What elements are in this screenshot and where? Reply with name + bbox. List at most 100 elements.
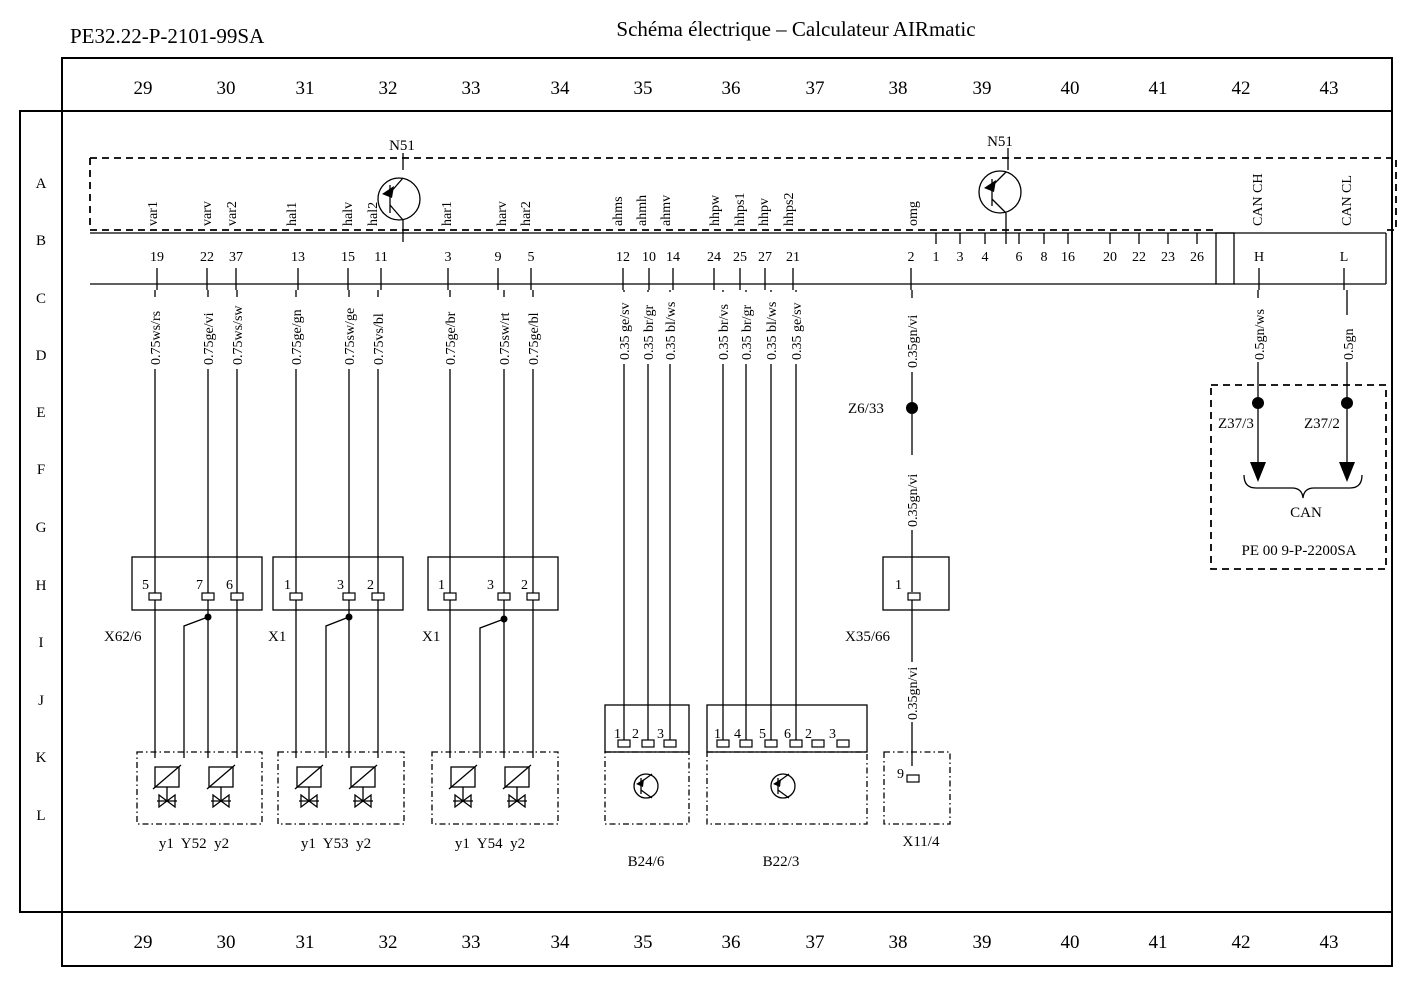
connector-pin: [764, 739, 778, 748]
connector-pin: [617, 739, 631, 748]
connector-pin-number: 1: [614, 727, 621, 742]
pin-number: 14: [666, 250, 680, 265]
pin-number: 1: [933, 250, 940, 265]
can-block: Z37/3 Z37/2 CAN PE 00 9-P-2200SA: [1210, 384, 1387, 570]
signal-label: var1: [146, 201, 161, 226]
row-letter: G: [36, 520, 47, 536]
signal-label: ahmv: [659, 195, 674, 226]
pin-number: 26: [1190, 250, 1204, 265]
connector-pin-number: 1: [895, 578, 902, 593]
connector-pin: [907, 592, 921, 601]
connector-x11-4: X11/4: [883, 751, 951, 850]
signal-label: hhps1: [733, 193, 748, 226]
signal-label: varv: [200, 201, 215, 226]
row-letter: J: [38, 693, 44, 709]
connector-x35-66: X35/66: [845, 556, 950, 645]
connector-pin: [789, 739, 803, 748]
n51-label: N51: [987, 134, 1013, 150]
column-number: 33: [462, 78, 481, 99]
junction-label: Z37/2: [1304, 416, 1340, 432]
pin-number: 5: [528, 250, 535, 265]
column-number: 31: [296, 78, 315, 99]
document-number: PE32.22-P-2101-99SA: [70, 24, 265, 48]
column-number: 39: [973, 78, 992, 99]
wire-label: 0.5gn: [1342, 329, 1357, 361]
connector-label: X1: [268, 629, 286, 645]
row-letter: D: [36, 348, 47, 364]
column-number: 30: [217, 932, 236, 953]
connector-x1: X1: [268, 556, 404, 645]
connector-pin: [371, 592, 385, 601]
pin-number: 9: [495, 250, 502, 265]
column-number: 38: [889, 932, 908, 953]
row-letter: H: [36, 578, 47, 594]
pin-number: 22: [1132, 250, 1146, 265]
junction-label: Z37/3: [1218, 416, 1254, 432]
wire-label: 0.35 ge/sv: [790, 302, 805, 360]
wire-label: 0.75ge/vi: [202, 312, 217, 365]
signal-label: hal2: [366, 202, 381, 226]
column-number: 38: [889, 78, 908, 99]
connector-pin: [811, 739, 825, 748]
column-number: 33: [462, 932, 481, 953]
row-letter: E: [36, 405, 45, 421]
row-letter: A: [36, 176, 47, 192]
connector-pin: [906, 774, 920, 783]
column-number: 34: [551, 932, 571, 953]
junction-label: Z6/33: [848, 401, 884, 417]
diagram-title: Schéma électrique – Calculateur AIRmatic: [616, 17, 975, 41]
solenoid-valve-icon: [206, 764, 236, 809]
column-number: 29: [134, 78, 153, 99]
can-reference: PE 00 9-P-2200SA: [1241, 543, 1356, 559]
row-letter: I: [39, 635, 44, 651]
pin-number: 13: [291, 250, 305, 265]
connector-pin: [201, 592, 215, 601]
wire-label: 0.5gn/ws: [1253, 309, 1268, 360]
column-number: 42: [1232, 932, 1251, 953]
column-number: 32: [379, 932, 398, 953]
solenoid-valve-icon: [502, 764, 532, 809]
pin-number: L: [1340, 250, 1349, 265]
column-number: 36: [722, 932, 741, 953]
wire-label: 0.75ge/bl: [527, 312, 542, 365]
connector-pin-number: 2: [805, 727, 812, 742]
pin-number: 16: [1061, 250, 1075, 265]
connector-pin-number: 2: [632, 727, 639, 742]
wire-label: 0.75ge/gn: [290, 309, 305, 365]
valve-unit: [277, 751, 405, 825]
connector-pin: [739, 739, 753, 748]
connector-pin: [716, 739, 730, 748]
pin-number: H: [1254, 250, 1264, 265]
control-unit-n51: [89, 157, 1397, 285]
connector-pin-number: 2: [521, 578, 528, 593]
connector-b22-3: [706, 704, 868, 753]
can-label: CAN: [1290, 505, 1322, 521]
row-letter: B: [36, 233, 46, 249]
signal-label: var2: [225, 201, 240, 226]
valve-blocks: [136, 751, 559, 825]
pin-number: 20: [1103, 250, 1117, 265]
transistor-icon: N51: [377, 138, 421, 242]
solenoid-valve-icon: [348, 764, 378, 809]
component-label: B24/6: [628, 854, 665, 870]
signal-label: hal1: [285, 202, 300, 226]
connector-pin: [443, 592, 457, 601]
pin-number: 21: [786, 250, 800, 265]
signal-label: har2: [519, 201, 534, 226]
signal-label: hhps2: [782, 193, 797, 226]
pin-number: 4: [982, 250, 989, 265]
solenoid-valve-icon: [294, 764, 324, 809]
row-letter: F: [37, 462, 45, 478]
wire-label: 0.75vs/bl: [372, 313, 387, 365]
wire-label: 0.75ws/sw: [231, 305, 246, 365]
column-number: 36: [722, 78, 741, 99]
connector-pin: [497, 592, 511, 601]
connector-pin-number: 3: [487, 578, 494, 593]
column-number: 43: [1320, 932, 1339, 953]
transistor-icon: N51: [978, 134, 1022, 244]
valve-unit: [136, 751, 263, 825]
